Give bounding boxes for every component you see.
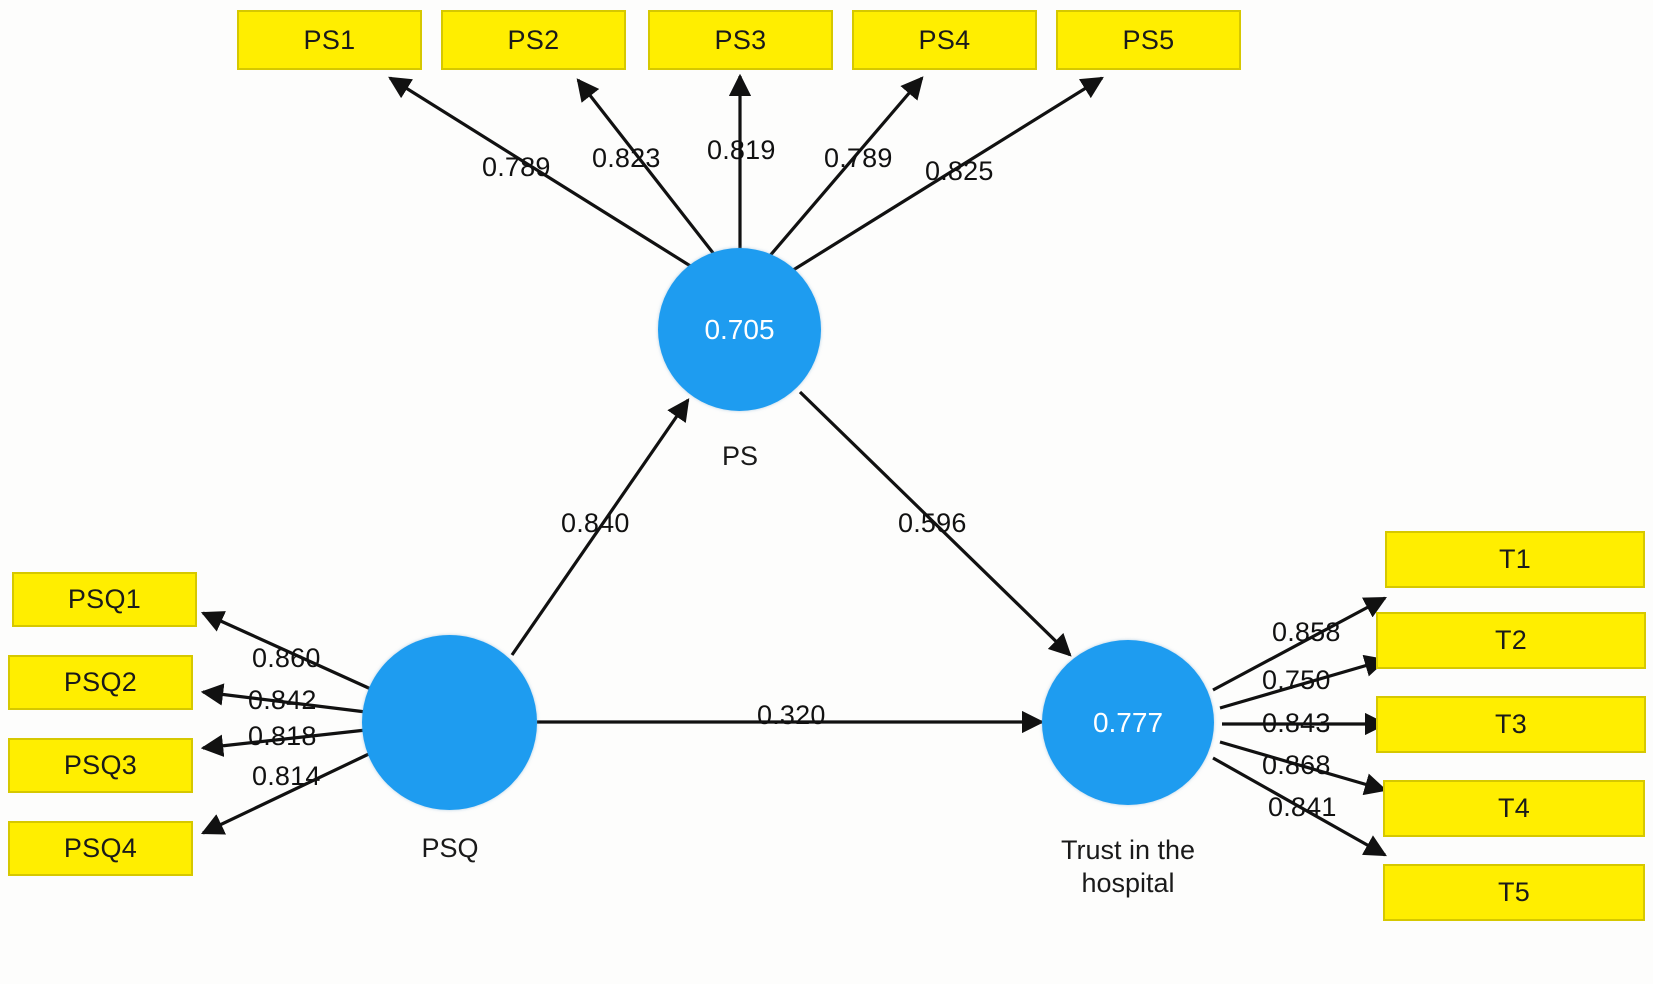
- indicator-t3[interactable]: T3: [1376, 696, 1646, 753]
- indicator-ps5[interactable]: PS5: [1056, 10, 1241, 70]
- loading-ps4: 0.789: [824, 143, 893, 173]
- indicator-psq4[interactable]: PSQ4: [8, 821, 193, 876]
- construct-trust[interactable]: 0.777: [1042, 640, 1214, 805]
- indicator-ps2[interactable]: PS2: [441, 10, 626, 70]
- loading-ps5: 0.825: [925, 156, 994, 186]
- loading-t3: 0.843: [1262, 708, 1331, 738]
- loading-ps2: 0.823: [592, 143, 661, 173]
- indicator-label: T1: [1498, 544, 1532, 574]
- loading-psq1: 0.860: [252, 643, 321, 673]
- indicator-psq2[interactable]: PSQ2: [8, 655, 193, 710]
- indicator-label: PSQ2: [63, 667, 138, 697]
- indicator-label: PSQ1: [67, 584, 142, 614]
- loading-t5: 0.841: [1268, 792, 1337, 822]
- loading-psq3: 0.818: [248, 721, 317, 751]
- construct-label-text: PS: [721, 441, 759, 471]
- indicator-label: PS5: [1122, 24, 1175, 55]
- indicator-ps4[interactable]: PS4: [852, 10, 1037, 70]
- indicator-label: PSQ4: [63, 833, 138, 863]
- indicator-t4[interactable]: T4: [1383, 780, 1645, 837]
- construct-label-text: PSQ: [421, 833, 479, 863]
- loading-t2: 0.750: [1262, 665, 1331, 695]
- indicator-t5[interactable]: T5: [1383, 864, 1645, 921]
- indicator-t2[interactable]: T2: [1376, 612, 1646, 669]
- path-psq-to-ps: 0.840: [561, 508, 630, 538]
- construct-ps-label: PS: [660, 440, 820, 473]
- path-ps-to-trust: 0.596: [898, 508, 967, 538]
- construct-psq-label: PSQ: [370, 832, 530, 865]
- indicator-label: T3: [1494, 709, 1528, 739]
- indicator-psq1[interactable]: PSQ1: [12, 572, 197, 627]
- indicator-t1[interactable]: T1: [1385, 531, 1645, 588]
- loading-psq4: 0.814: [252, 761, 321, 791]
- indicator-psq3[interactable]: PSQ3: [8, 738, 193, 793]
- indicator-label: T2: [1494, 625, 1528, 655]
- construct-r2-value: 0.705: [704, 313, 775, 345]
- loading-ps3: 0.819: [707, 135, 776, 165]
- construct-label-line2: hospital: [1081, 867, 1175, 898]
- loading-t4: 0.868: [1262, 750, 1331, 780]
- loading-psq2: 0.842: [248, 685, 317, 715]
- indicator-label: T4: [1497, 793, 1531, 823]
- construct-label-line1: Trust in the: [1060, 835, 1196, 865]
- indicator-ps3[interactable]: PS3: [648, 10, 833, 70]
- path-psq-to-trust: 0.320: [757, 700, 826, 730]
- construct-ps[interactable]: 0.705: [658, 248, 821, 411]
- construct-trust-label: Trust in the hospital: [1008, 834, 1248, 900]
- indicator-label: PS4: [918, 24, 971, 55]
- construct-psq[interactable]: [362, 635, 537, 810]
- indicator-ps1[interactable]: PS1: [237, 10, 422, 70]
- indicator-label: T5: [1497, 877, 1531, 907]
- loading-t1: 0.858: [1272, 617, 1341, 647]
- indicator-label: PS2: [507, 24, 560, 55]
- indicator-label: PS1: [303, 24, 356, 55]
- indicator-label: PSQ3: [63, 750, 138, 780]
- loading-ps1: 0.789: [482, 152, 551, 182]
- construct-r2-value: 0.777: [1092, 706, 1164, 738]
- indicator-label: PS3: [714, 24, 767, 55]
